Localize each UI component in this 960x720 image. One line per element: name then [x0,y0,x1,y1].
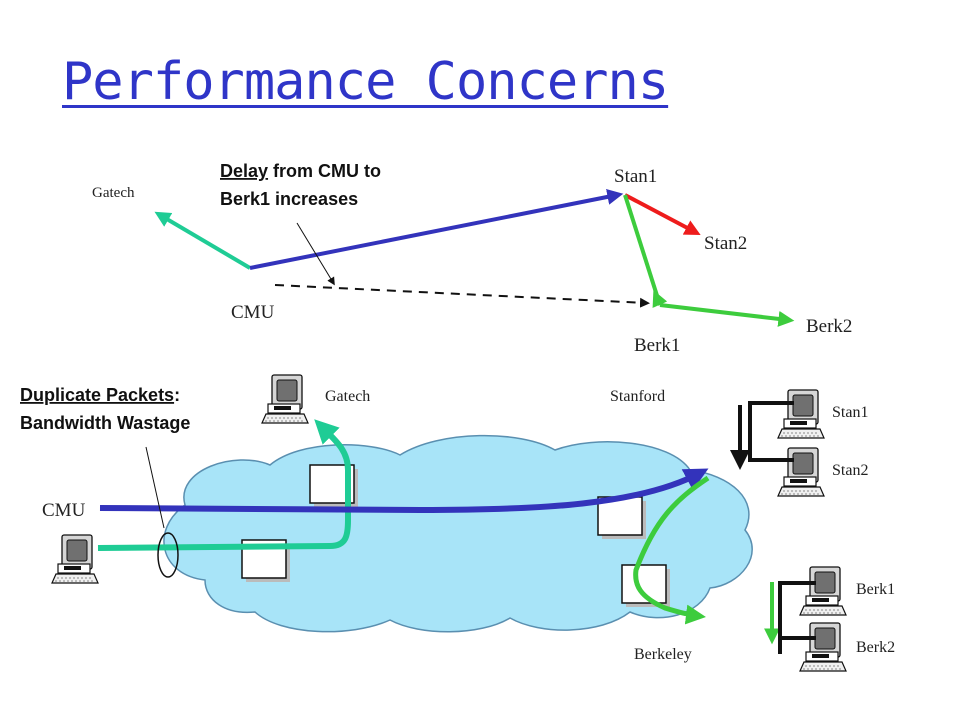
path-cmu-to-stanford [99,468,709,514]
host-gatech-computer-icon [261,374,309,424]
duplicate-annotation-line1: Duplicate Packets: [20,385,180,405]
path-stan1-berk1 [623,194,662,306]
host-berk1-computer-icon [799,566,847,616]
berk1-arrowhead [652,290,668,309]
host-label-berk1: Berk1 [856,581,895,598]
duplicate-line1-rest: : [174,385,180,405]
duplicate-annotation-line2: Bandwidth Wastage [20,413,190,433]
node-label-berk2: Berk2 [806,316,852,337]
site-label-cmu: CMU [42,500,86,521]
path-cmu-stan1 [249,189,624,270]
host-label-berk2: Berk2 [856,639,895,656]
host-stan2-computer-icon [777,447,825,497]
delay-callout-line [296,222,335,286]
site-label-gatech: Gatech [325,388,370,405]
node-label-stan2: Stan2 [704,233,747,254]
host-stan1-computer-icon [777,389,825,439]
delay-emphasis: Delay [220,161,268,181]
delay-annotation-line2: Berk1 increases [220,189,358,209]
duplicate-highlight-ellipse [157,532,179,578]
node-label-stan1: Stan1 [614,166,657,187]
host-label-stan1: Stan1 [832,404,868,421]
delay-dashed-arrow [274,284,650,308]
path-stan1-stan2 [624,193,701,235]
path-cmu-to-gatech [97,419,351,551]
host-berk2-computer-icon [799,622,847,672]
node-label-cmu: CMU [231,302,275,323]
host-label-stan2: Stan2 [832,462,868,479]
host-cmu-computer-icon [51,534,99,584]
path-berk1-berk2 [659,303,795,327]
node-label-berk1: Berk1 [634,335,680,356]
path-stanford-to-berkeley [633,475,710,625]
top-diagram: Gatech Stan1 Stan2 CMU Berk2 Berk1 Delay… [92,161,852,356]
router-berkeley [621,564,671,608]
bottom-diagram: Gatech Stanford Berkeley CMU Stan1 Stan2… [20,374,895,672]
page-title: Performance Concerns [62,52,669,112]
path-cmu-gatech [154,211,252,270]
duplicate-callout-line [145,446,165,529]
delay-line1-rest: from CMU to [268,161,381,181]
duplicate-emphasis: Duplicate Packets [20,385,174,405]
delay-annotation-line1: Delay from CMU to [220,161,381,181]
site-label-berkeley: Berkeley [634,646,692,663]
node-label-gatech: Gatech [92,185,135,201]
site-label-stanford: Stanford [610,388,665,405]
